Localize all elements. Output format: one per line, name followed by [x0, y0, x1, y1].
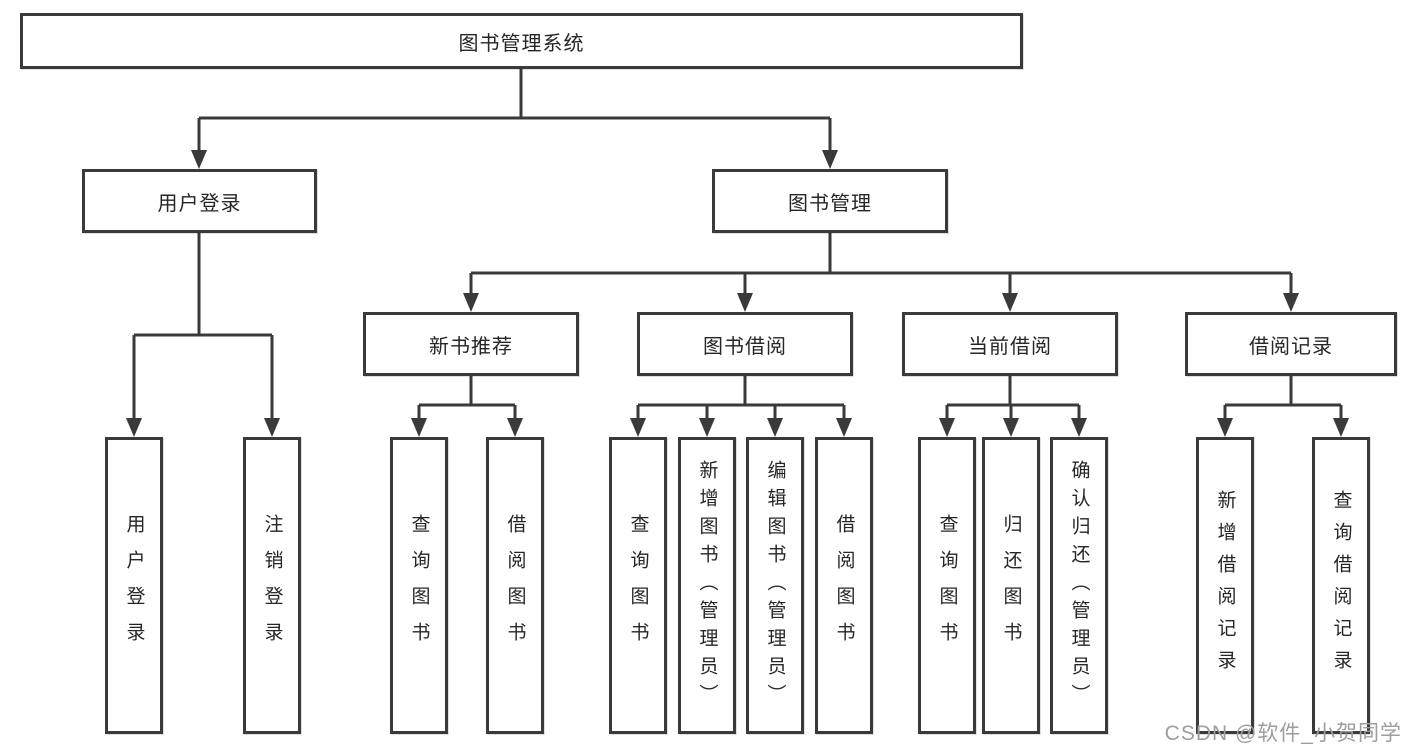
leaf-borrow-book: 借阅图书 — [815, 437, 873, 734]
connector-root-to-level2 — [197, 69, 832, 152]
node-book-manage-label: 图书管理 — [788, 192, 872, 215]
leaf-logout-label: 注销登录 — [261, 513, 283, 658]
node-root-system: 图书管理系统 — [20, 13, 1023, 69]
node-current-borrow: 当前借阅 — [902, 312, 1118, 376]
leaf-edit-book-admin-label: 编辑图书（管理员） — [764, 459, 786, 712]
leaf-add-borrow-record-label: 新增借阅记录 — [1214, 489, 1236, 682]
leaf-add-book-admin-label: 新增图书（管理员） — [696, 459, 718, 712]
connector-current-to-leaves — [945, 376, 1081, 420]
node-borrow-record-label: 借阅记录 — [1249, 335, 1333, 358]
leaf-user-login-label: 用户登录 — [123, 513, 145, 658]
node-current-borrow-label: 当前借阅 — [968, 335, 1052, 358]
leaf-edit-book-admin: 编辑图书（管理员） — [746, 437, 804, 734]
node-borrow-record: 借阅记录 — [1185, 312, 1397, 376]
node-book-borrow-label: 图书借阅 — [703, 335, 787, 358]
leaf-recommend-borrow-book: 借阅图书 — [486, 437, 544, 734]
connector-records-to-leaves — [1223, 376, 1343, 420]
node-new-book-recommend-label: 新书推荐 — [429, 335, 513, 358]
leaf-borrow-query-book: 查询图书 — [609, 437, 667, 734]
csdn-watermark: CSDN @软件_小贺同学 — [1164, 722, 1402, 745]
node-root-label: 图书管理系统 — [458, 32, 585, 55]
connector-login-to-leaves — [132, 233, 274, 420]
node-book-borrow: 图书借阅 — [637, 312, 853, 376]
leaf-borrow-query-book-label: 查询图书 — [627, 513, 649, 658]
leaf-recommend-query-book-label: 查询图书 — [408, 513, 430, 658]
leaf-recommend-query-book: 查询图书 — [390, 437, 448, 734]
node-user-login: 用户登录 — [82, 169, 317, 233]
leaf-logout: 注销登录 — [243, 437, 301, 734]
leaf-return-book-label: 归还图书 — [1000, 513, 1022, 658]
arrowheads — [126, 150, 1349, 437]
leaf-return-book: 归还图书 — [982, 437, 1040, 734]
node-new-book-recommend: 新书推荐 — [363, 312, 579, 376]
leaf-add-book-admin: 新增图书（管理员） — [678, 437, 736, 734]
connector-borrow-to-leaves — [636, 376, 846, 420]
node-user-login-label: 用户登录 — [157, 192, 242, 215]
leaf-user-login: 用户登录 — [105, 437, 163, 734]
node-book-manage: 图书管理 — [712, 169, 948, 233]
leaf-current-query-book: 查询图书 — [918, 437, 976, 734]
leaf-borrow-book-label: 借阅图书 — [833, 513, 855, 658]
leaf-add-borrow-record: 新增借阅记录 — [1196, 437, 1254, 734]
connector-manage-to-level3 — [469, 233, 1293, 295]
connector-recommend-to-leaves — [417, 376, 517, 420]
leaf-query-borrow-record-label: 查询借阅记录 — [1330, 489, 1352, 682]
leaf-confirm-return-admin-label: 确认归还（管理员） — [1068, 459, 1090, 712]
leaf-confirm-return-admin: 确认归还（管理员） — [1050, 437, 1108, 734]
leaf-current-query-book-label: 查询图书 — [936, 513, 958, 658]
leaf-recommend-borrow-book-label: 借阅图书 — [504, 513, 526, 658]
leaf-query-borrow-record: 查询借阅记录 — [1312, 437, 1370, 734]
